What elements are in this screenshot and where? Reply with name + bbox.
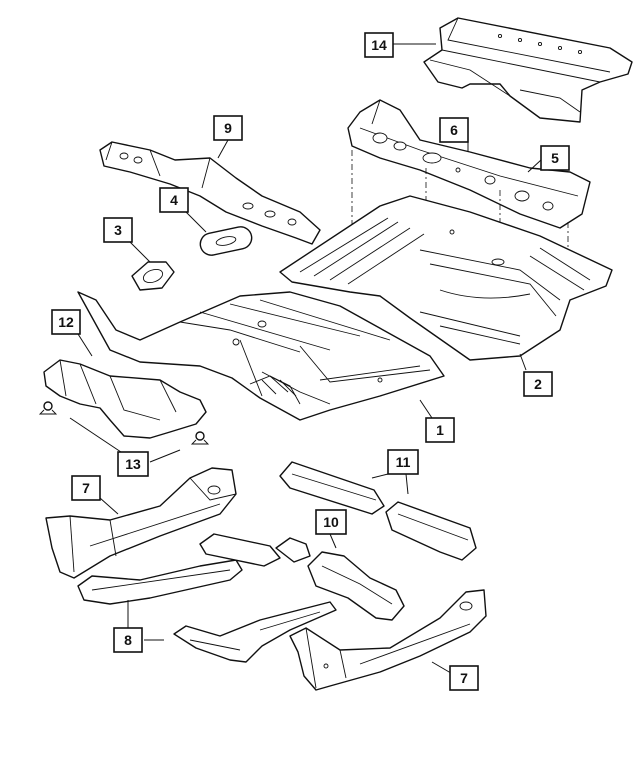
callout-7-left-label: 7 [82,480,90,496]
callout-4-label: 4 [170,192,178,208]
callout-9: 9 [213,115,243,141]
callout-7-right-label: 7 [460,670,468,686]
callout-13-label: 13 [125,456,141,472]
callout-6: 6 [439,117,469,143]
part-8-floor-brace-lower[interactable] [173,601,337,663]
part-11-sill-rail[interactable] [279,461,477,561]
callout-11: 11 [387,449,419,475]
callout-3-label: 3 [114,222,122,238]
callout-1-label: 1 [436,422,444,438]
part-9-crossmember[interactable] [99,141,321,245]
part-8-floor-brace-upper[interactable] [77,559,243,605]
callout-12: 12 [51,309,81,335]
callout-11-label: 11 [396,454,411,470]
callout-6-label: 6 [450,122,458,138]
part-4-oval-cover[interactable] [198,225,253,257]
part-14-rear-panel[interactable] [423,17,633,123]
part-1-front-floor-pan[interactable] [77,291,445,421]
part-7-right-rocker[interactable] [289,589,487,691]
callout-7-right: 7 [449,665,479,691]
callout-10-label: 10 [323,514,339,530]
part-3-ring-grommet[interactable] [131,261,175,291]
callout-10: 10 [315,509,347,535]
callout-5: 5 [540,145,570,171]
callout-2: 2 [523,371,553,397]
callout-4: 4 [159,187,189,213]
part-10-riser-bracket[interactable] [307,551,405,621]
fastener-clips[interactable] [38,401,210,445]
part-2-rear-floor-pan[interactable] [279,195,613,361]
callout-12-label: 12 [58,314,74,330]
callout-7-left: 7 [71,475,101,501]
callout-13: 13 [117,451,149,477]
callout-5-label: 5 [551,150,559,166]
callout-3: 3 [103,217,133,243]
callout-8-label: 8 [124,632,132,648]
part-12-side-shield[interactable] [43,359,207,439]
callout-14: 14 [364,32,394,58]
center-brackets[interactable] [199,533,311,567]
callout-9-label: 9 [224,120,232,136]
part-6-rear-sill[interactable] [347,99,591,229]
part-7-left-rocker[interactable] [45,467,237,579]
callout-2-label: 2 [534,376,542,392]
callout-14-label: 14 [371,37,387,53]
callout-8: 8 [113,627,143,653]
callout-1: 1 [425,417,455,443]
